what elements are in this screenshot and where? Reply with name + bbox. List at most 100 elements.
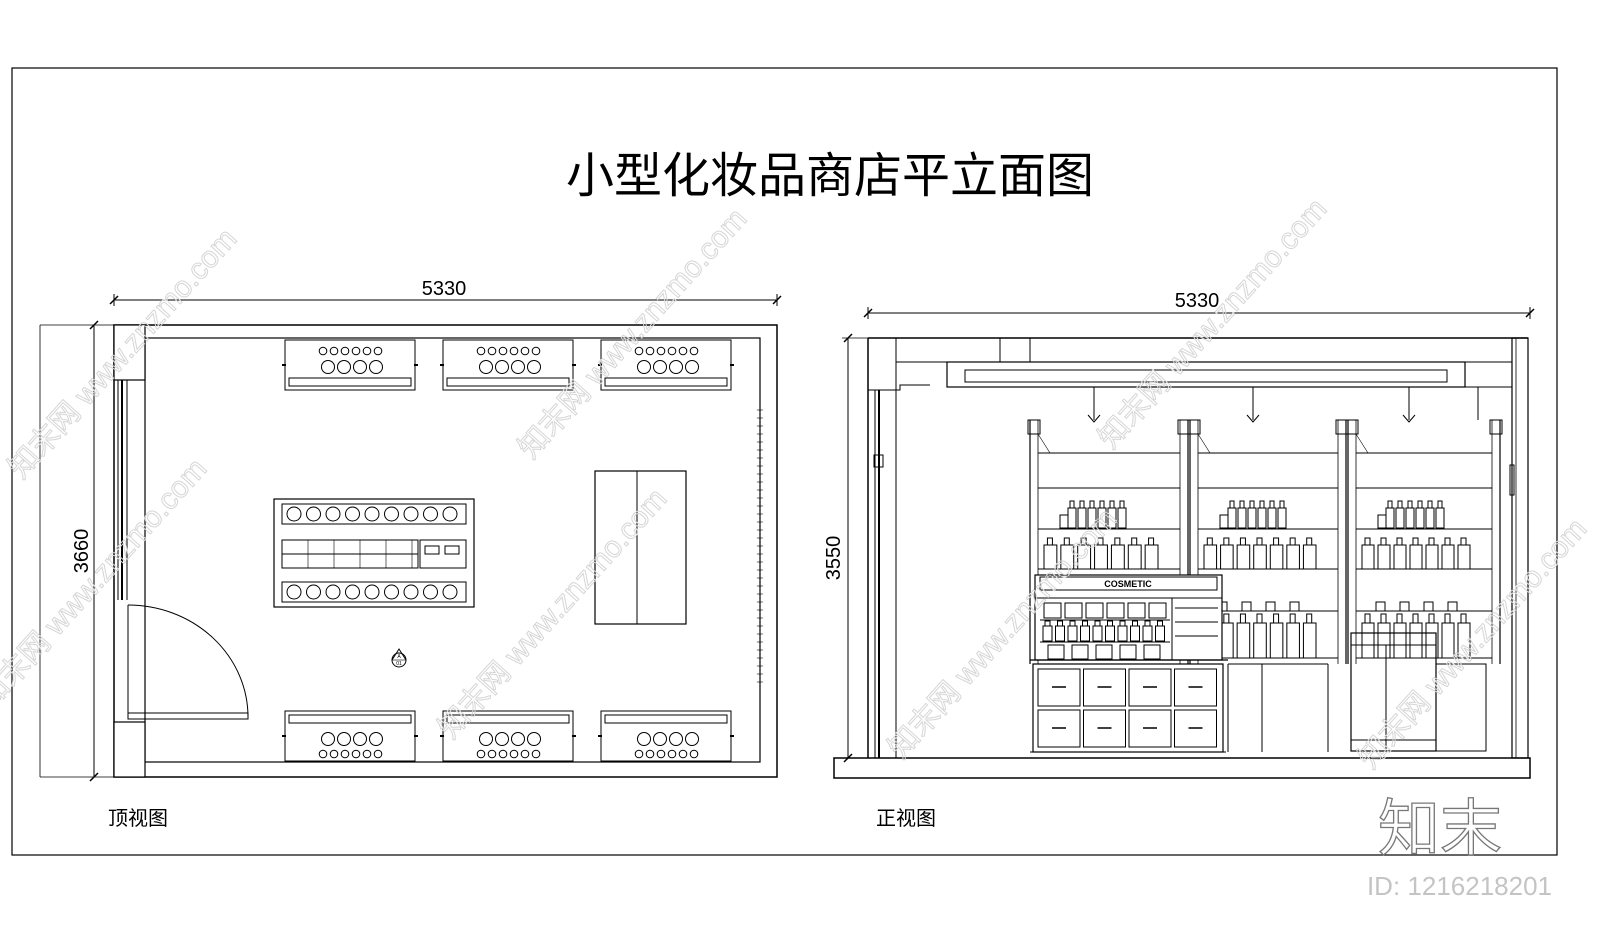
bottle <box>1144 544 1159 570</box>
bottle <box>1377 544 1391 570</box>
display-cabinet <box>598 710 734 762</box>
bottle <box>1236 544 1251 570</box>
bottle <box>1377 514 1387 529</box>
product-box <box>1043 602 1062 619</box>
product-small <box>329 749 339 759</box>
product-large <box>337 360 351 374</box>
watermark-id: ID: 1216218201 <box>1367 871 1552 901</box>
product-small <box>498 346 508 356</box>
elevation-window <box>873 390 884 758</box>
repeated-watermark: 知末网 www.znzmo.com 知末网 www.znzmo.com 知末网 ww… <box>0 192 1594 775</box>
bottle <box>1405 507 1415 529</box>
front-view-elevation: 5330 3550 <box>823 290 1535 830</box>
display-cabinet <box>282 710 418 762</box>
bottle <box>1257 507 1267 529</box>
section-marker-number: 01 <box>396 661 402 667</box>
island-product <box>345 506 360 522</box>
product-large <box>685 732 699 746</box>
product-small <box>667 346 677 356</box>
drawer <box>1037 668 1081 707</box>
plan-outer-wall <box>113 324 778 778</box>
island-product <box>364 506 380 522</box>
product-large <box>353 360 367 374</box>
section-marker: A 01 <box>391 648 407 668</box>
product-small <box>487 346 497 356</box>
bottle <box>1269 622 1284 659</box>
bottle <box>1286 544 1300 570</box>
bottle <box>1409 622 1423 659</box>
watermark-text: 知末网 www.znzmo.com <box>0 452 213 714</box>
product-large <box>653 732 667 746</box>
product-small <box>362 749 372 759</box>
bottle <box>1227 507 1237 529</box>
watermark-text: 知末网 www.znzmo.com <box>1092 192 1333 454</box>
product-box <box>1148 602 1167 619</box>
island-product <box>364 584 380 600</box>
island-product <box>384 584 399 600</box>
product-small <box>509 346 519 356</box>
bottle <box>1237 507 1247 529</box>
product-small <box>678 346 688 356</box>
bottle <box>1277 507 1287 529</box>
bottle <box>1395 507 1405 529</box>
product-small <box>634 749 644 759</box>
product-box <box>1064 602 1083 619</box>
elevation-right-wall <box>1511 337 1529 759</box>
product-box <box>1119 644 1137 660</box>
plan-right-wall-hatching <box>757 409 763 683</box>
bottle <box>1361 544 1375 570</box>
product-large <box>369 360 383 374</box>
product-large <box>369 732 383 746</box>
product-large <box>527 732 541 746</box>
cosmetic-sign: COSMETIC <box>1104 579 1152 589</box>
product-small <box>340 749 350 759</box>
bottle <box>1067 507 1077 529</box>
product-large <box>669 732 683 746</box>
product-large <box>653 360 667 374</box>
top-view-plan: 5330 3660 <box>39 278 782 830</box>
product-box <box>1095 644 1113 660</box>
product-small <box>351 346 361 356</box>
island-product <box>403 584 419 600</box>
front-view-width-label: 5330 <box>1175 290 1220 312</box>
drawer <box>1083 668 1126 707</box>
bottle <box>1385 507 1395 529</box>
island-product <box>403 506 419 522</box>
island-product <box>442 584 458 600</box>
drawer <box>1128 668 1172 707</box>
product-small <box>509 749 519 759</box>
product-small <box>476 749 486 759</box>
product-small <box>531 749 541 759</box>
product-large <box>479 732 493 746</box>
island-product <box>325 506 341 522</box>
display-cabinet <box>282 339 418 391</box>
product-small <box>373 346 383 356</box>
drawer <box>1174 709 1217 748</box>
display-cabinet <box>440 339 576 391</box>
drawer <box>1174 668 1217 707</box>
island-product <box>286 584 302 600</box>
island-product <box>423 506 438 522</box>
bottle <box>1393 544 1407 570</box>
product-small <box>634 346 644 356</box>
product-small <box>351 749 361 759</box>
bottle <box>1203 544 1218 570</box>
bottle <box>1247 507 1257 529</box>
product-small <box>689 749 699 759</box>
watermark-text: 知末网 www.znzmo.com <box>512 202 753 464</box>
product-small <box>318 749 328 759</box>
product-small <box>645 749 655 759</box>
bottle <box>1267 507 1277 529</box>
product-large <box>353 732 367 746</box>
product-small <box>678 749 688 759</box>
island-product <box>423 584 438 600</box>
front-view-height-dimension: 3550 <box>823 333 868 763</box>
bottle <box>1425 544 1439 570</box>
bottle <box>1286 622 1300 659</box>
drawing-title: 小型化妆品商店平立面图 <box>566 148 1094 204</box>
bottle <box>1425 507 1435 529</box>
bottle <box>1253 622 1267 659</box>
bottle <box>1377 622 1391 659</box>
drawer <box>1128 709 1172 748</box>
